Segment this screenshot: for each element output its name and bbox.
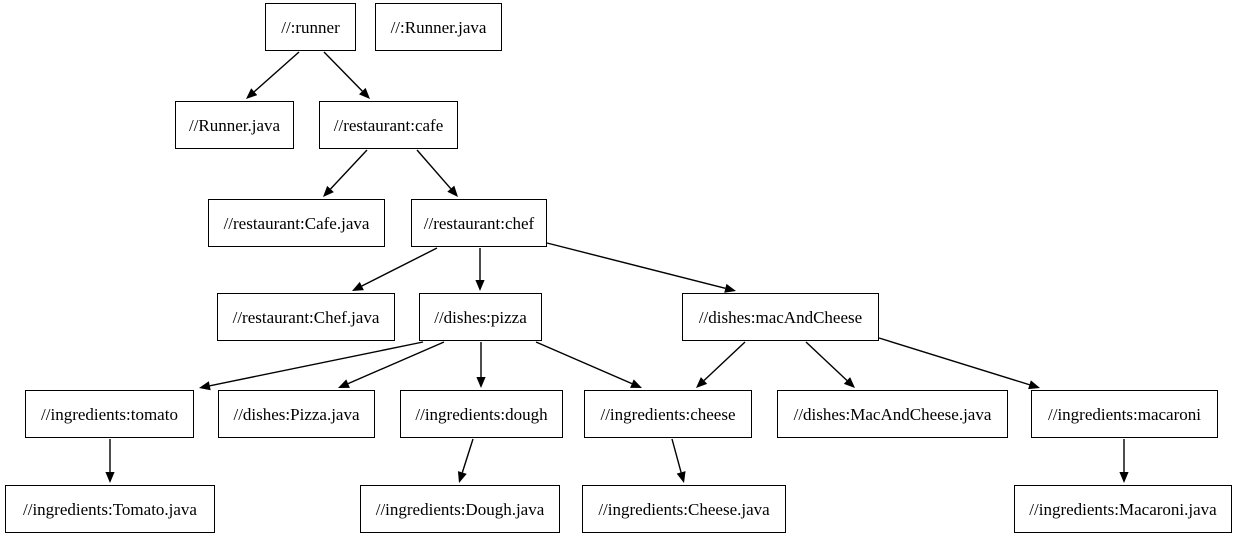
graph-node-dishes_macandcheese[interactable]: //dishes:macAndCheese: [682, 293, 879, 341]
arrowhead-icon: [476, 377, 486, 388]
graph-node-label: //restaurant:Cafe.java: [223, 213, 370, 233]
graph-node-ing_dough[interactable]: //ingredients:dough: [400, 390, 563, 438]
graph-node-label: //restaurant:cafe: [333, 115, 444, 135]
graph-edge-restaurant_chef-to-dishes_macandcheese: [546, 242, 726, 289]
graph-node-ing_macaroni_java[interactable]: //ingredients:Macaroni.java: [1014, 485, 1232, 533]
graph-edge-dishes_pizza-to-ing_cheese: [535, 341, 633, 385]
graph-node-ing_macaroni[interactable]: //ingredients:macaroni: [1031, 390, 1218, 438]
graph-edge-restaurant_cafe-to-restaurant_chef: [416, 149, 452, 190]
arrowhead-icon: [696, 377, 708, 388]
arrowhead-icon: [447, 185, 458, 197]
arrowhead-icon: [630, 379, 642, 388]
graph-edge-dishes_macandcheese-to-dishes_mac_java: [805, 341, 848, 381]
graph-node-label: //ingredients:Tomato.java: [23, 499, 197, 519]
graph-node-label: //ingredients:macaroni: [1048, 404, 1201, 424]
arrowhead-icon: [457, 471, 467, 483]
arrowhead-icon: [352, 281, 364, 291]
graph-node-dishes_pizza_java[interactable]: //dishes:Pizza.java: [218, 390, 375, 438]
graph-node-runner[interactable]: //:runner: [265, 3, 356, 51]
graph-node-label: //restaurant:chef: [423, 213, 535, 233]
graph-node-runner_java[interactable]: //Runner.java: [175, 101, 294, 149]
graph-node-label: //restaurant:Chef.java: [232, 307, 380, 327]
graph-node-label: //Runner.java: [188, 115, 281, 135]
graph-node-label: //dishes:pizza: [434, 307, 527, 327]
graph-node-dishes_pizza[interactable]: //dishes:pizza: [419, 293, 542, 341]
graph-node-label: //:runner: [281, 17, 340, 37]
graph-edge-runner-to-runner_java: [253, 51, 300, 93]
graph-node-label: //ingredients:Cheese.java: [598, 499, 770, 519]
graph-node-dishes_mac_java[interactable]: //dishes:MacAndCheese.java: [777, 390, 1008, 438]
graph-edge-dishes_pizza-to-dishes_pizza_java: [347, 341, 445, 385]
graph-node-ing_cheese[interactable]: //ingredients:cheese: [584, 390, 752, 438]
graph-node-label: //dishes:MacAndCheese.java: [793, 404, 992, 424]
arrowhead-icon: [338, 379, 350, 388]
arrowhead-icon: [843, 377, 855, 388]
graph-edge-runner-to-restaurant_cafe: [323, 51, 363, 92]
graph-node-ing_tomato[interactable]: //ingredients:tomato: [25, 390, 194, 438]
graph-edge-restaurant_cafe-to-restaurant_cafe_java: [330, 149, 368, 190]
graph-edge-dishes_macandcheese-to-ing_cheese: [703, 341, 746, 381]
graph-node-restaurant_chef[interactable]: //restaurant:chef: [411, 199, 547, 247]
graph-node-restaurant_cafe_java[interactable]: //restaurant:Cafe.java: [208, 199, 385, 247]
graph-edge-dishes_pizza-to-ing_tomato: [209, 341, 424, 387]
graph-node-ing_cheese_java[interactable]: //ingredients:Cheese.java: [582, 485, 786, 533]
graph-node-label: //ingredients:dough: [415, 404, 548, 424]
arrowhead-icon: [105, 472, 115, 483]
graph-edge-dishes_macandcheese-to-ing_macaroni: [878, 337, 1030, 386]
graph-node-runner_java_root[interactable]: //:Runner.java: [375, 3, 502, 51]
graph-node-ing_dough_java[interactable]: //ingredients:Dough.java: [360, 485, 560, 533]
graph-node-ing_tomato_java[interactable]: //ingredients:Tomato.java: [5, 485, 215, 533]
graph-edge-ing_cheese-to-ing_cheese_java: [671, 438, 682, 473]
arrowhead-icon: [1119, 472, 1129, 483]
arrowhead-icon: [724, 283, 736, 293]
graph-edge-restaurant_chef-to-restaurant_chef_java: [361, 247, 438, 287]
arrowhead-icon: [1028, 380, 1040, 390]
graph-node-restaurant_cafe[interactable]: //restaurant:cafe: [319, 101, 458, 149]
graph-node-label: //ingredients:Macaroni.java: [1029, 499, 1217, 519]
graph-node-label: //dishes:macAndCheese: [698, 307, 863, 327]
graph-node-label: //ingredients:Dough.java: [375, 499, 545, 519]
arrowhead-icon: [676, 471, 686, 483]
arrowhead-icon: [199, 381, 211, 391]
arrowhead-icon: [246, 88, 258, 99]
graph-node-label: //:Runner.java: [390, 17, 487, 37]
graph-node-label: //ingredients:cheese: [600, 404, 736, 424]
arrowhead-icon: [475, 280, 485, 291]
arrowhead-icon: [359, 87, 370, 99]
graph-edge-ing_dough-to-ing_dough_java: [461, 438, 474, 473]
graph-node-label: //ingredients:tomato: [41, 404, 178, 424]
arrowhead-icon: [323, 185, 334, 197]
graph-node-label: //dishes:Pizza.java: [233, 404, 360, 424]
graph-node-restaurant_chef_java[interactable]: //restaurant:Chef.java: [217, 293, 395, 341]
